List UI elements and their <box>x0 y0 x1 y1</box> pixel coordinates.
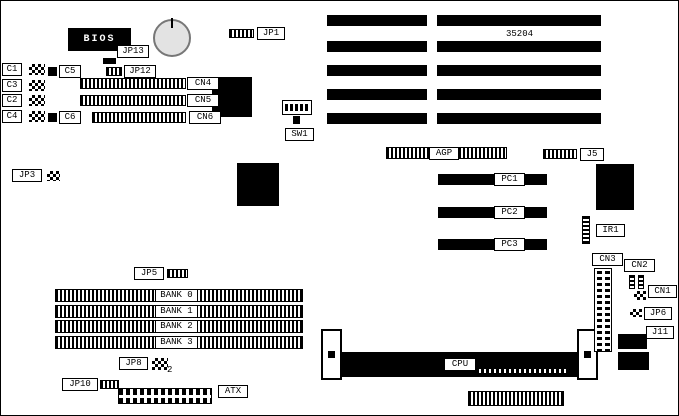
pci-slot-2 <box>438 207 547 218</box>
cpu-pin-dots <box>479 369 567 373</box>
jp8-label: JP8 <box>119 357 148 370</box>
sw1-dip-switch <box>282 100 312 115</box>
jp3-pins <box>47 171 60 181</box>
atx-label: ATX <box>218 385 248 398</box>
jp5-label: JP5 <box>134 267 164 280</box>
c6-pin <box>48 113 57 122</box>
c2-label: C2 <box>2 94 22 107</box>
ir1-connector <box>582 216 590 244</box>
c6-label: C6 <box>59 111 81 124</box>
cn1-pins <box>634 291 646 300</box>
c2-pins <box>29 95 45 106</box>
jp6-label: JP6 <box>644 307 672 320</box>
isa-slot-1-long <box>437 15 601 26</box>
jp10-connector <box>100 380 119 389</box>
jp1-label: JP1 <box>257 27 285 40</box>
sw1-stub <box>293 116 300 124</box>
isa-slot-2-short <box>327 41 427 52</box>
bank2-label: BANK 2 <box>155 320 198 333</box>
pci2-label: PC2 <box>494 206 525 219</box>
bios-chip: BIOS <box>68 28 131 51</box>
ir1-label: IR1 <box>596 224 625 237</box>
cpu-bracket-left <box>321 329 342 380</box>
cn2-connector-b <box>638 275 644 289</box>
io-port-lower <box>618 352 649 370</box>
jp6-pins <box>630 309 642 317</box>
jp10-label: JP10 <box>62 378 98 391</box>
c5-label: C5 <box>59 65 81 78</box>
cn2-connector-a <box>629 275 635 289</box>
pci1-label: PC1 <box>494 173 525 186</box>
isa-slot-4-short <box>327 89 427 100</box>
cn2-label: CN2 <box>624 259 655 272</box>
cn6-label: CN6 <box>189 111 221 124</box>
cpu-bottom-connector <box>468 391 564 406</box>
part-number-text: 35204 <box>506 29 534 39</box>
j5-label: J5 <box>580 148 604 161</box>
pci-slot-3 <box>438 239 547 250</box>
cn1-label: CN1 <box>648 285 677 298</box>
jp8-pin2-text: 2 <box>167 364 173 375</box>
bank3-label: BANK 3 <box>155 336 198 349</box>
c3-pins <box>29 80 45 91</box>
pci3-label: PC3 <box>494 238 525 251</box>
isa-slot-5-short <box>327 113 427 124</box>
isa-slot-3-short <box>327 65 427 76</box>
sw1-label: SW1 <box>285 128 314 141</box>
isa-slot-1-short <box>327 15 427 26</box>
isa-slot-5-long <box>437 113 601 124</box>
atx-power-connector <box>118 388 212 404</box>
jp8-pins <box>152 358 168 370</box>
c4-pins <box>29 111 45 122</box>
c5-pin <box>48 67 57 76</box>
io-port-upper <box>618 334 647 349</box>
jp13-jumper <box>103 58 116 64</box>
isa-slot-3-long <box>437 65 601 76</box>
jp3-label: JP3 <box>12 169 42 182</box>
bank1-label: BANK 1 <box>155 305 198 318</box>
isa-slot-4-long <box>437 89 601 100</box>
isa-slot-2-long <box>437 41 601 52</box>
cn3-header <box>594 268 612 352</box>
cpu-label: CPU <box>444 358 476 371</box>
battery <box>153 18 191 57</box>
cn6-header <box>92 112 186 123</box>
c4-label: C4 <box>2 110 22 123</box>
cn5-header <box>80 95 186 106</box>
cpu-bracket-right <box>577 329 598 380</box>
agp-label: AGP <box>429 147 459 160</box>
chip-right <box>596 164 634 210</box>
jp12-jumper <box>106 67 122 76</box>
c1-pins <box>29 64 45 75</box>
cn3-label: CN3 <box>592 253 623 266</box>
cn4-header <box>80 78 186 89</box>
c3-label: C3 <box>2 79 22 92</box>
jp1-connector <box>229 29 254 38</box>
chip-center <box>237 163 279 206</box>
jp5-connector <box>167 269 188 278</box>
pci-slot-1 <box>438 174 547 185</box>
jp13-label: JP13 <box>117 45 149 58</box>
j11-label: J11 <box>646 326 674 339</box>
cn5-label: CN5 <box>187 94 219 107</box>
c1-label: C1 <box>2 63 22 76</box>
j5-connector <box>543 149 577 159</box>
jp12-label: JP12 <box>124 65 156 78</box>
cn4-label: CN4 <box>187 77 219 90</box>
bank0-label: BANK 0 <box>155 289 198 302</box>
